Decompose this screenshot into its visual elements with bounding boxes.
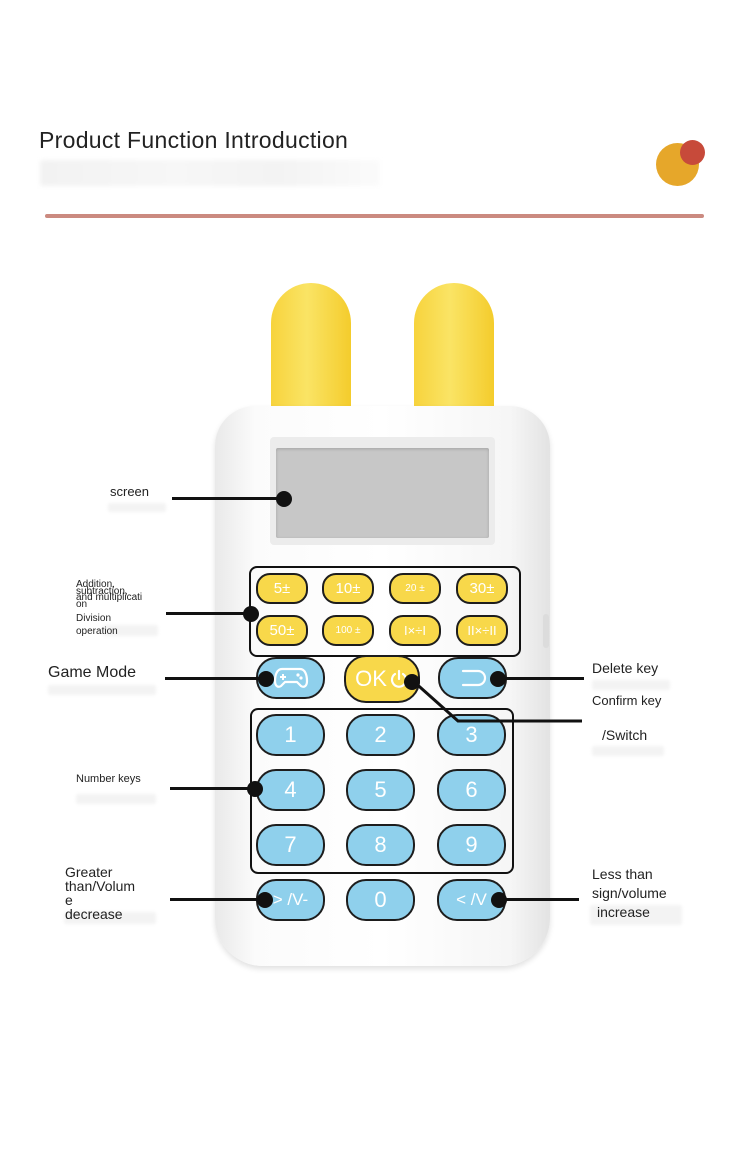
callout-line-game-mode bbox=[165, 677, 265, 680]
callout-line-confirm bbox=[411, 678, 582, 723]
return-arrow-icon bbox=[461, 669, 486, 687]
callout-line-screen bbox=[172, 497, 284, 500]
ghost-text bbox=[103, 625, 158, 636]
label-operations-line5: Division bbox=[76, 613, 112, 624]
callout-dot-confirm bbox=[404, 674, 420, 690]
decorative-red-dot bbox=[680, 140, 705, 165]
label-operations-line6: operation bbox=[76, 626, 118, 637]
op-key-100[interactable]: 100 ± bbox=[322, 615, 374, 646]
op-key-5[interactable]: 5± bbox=[256, 573, 308, 604]
callout-dot-screen bbox=[276, 491, 292, 507]
op-key-30[interactable]: 30± bbox=[456, 573, 508, 604]
lcd-screen bbox=[276, 448, 489, 538]
ghost-text bbox=[592, 680, 670, 690]
label-greater-line1: Greater bbox=[65, 864, 113, 880]
label-less-line1: Less than bbox=[592, 866, 653, 882]
ghost-text bbox=[592, 746, 664, 756]
label-number-keys: Number keys bbox=[76, 773, 141, 785]
label-game-mode: Game Mode bbox=[48, 664, 137, 681]
label-delete-key: Delete key bbox=[592, 660, 659, 676]
callout-line-greater bbox=[170, 898, 265, 901]
header-divider bbox=[45, 214, 704, 218]
label-operations-line1: Addition, bbox=[76, 579, 115, 590]
callout-line-delete bbox=[498, 677, 584, 680]
label-operations-line2: subtraction, bbox=[76, 586, 128, 597]
label-operations-line4: on bbox=[76, 599, 88, 610]
op-key-50[interactable]: 50± bbox=[256, 615, 308, 646]
blurred-subtitle bbox=[40, 160, 380, 186]
callout-dot-less bbox=[491, 892, 507, 908]
label-greater-line2: than/Volum bbox=[65, 878, 136, 894]
page-title: Product Function Introduction bbox=[39, 127, 349, 153]
number-key-7[interactable]: 7 bbox=[256, 824, 325, 866]
callout-dot-game-mode bbox=[258, 671, 274, 687]
number-key-9[interactable]: 9 bbox=[437, 824, 506, 866]
callout-dot-number-keys bbox=[247, 781, 263, 797]
op-key-20[interactable]: 20 ± bbox=[389, 573, 441, 604]
callout-dot-operations bbox=[243, 606, 259, 622]
number-key-6[interactable]: 6 bbox=[437, 769, 506, 811]
side-button bbox=[543, 614, 549, 648]
ok-label: OK bbox=[355, 666, 387, 691]
label-less-line3: increase bbox=[597, 904, 650, 920]
label-confirm-key: Confirm key bbox=[592, 693, 662, 708]
number-key-2[interactable]: 2 bbox=[346, 714, 415, 756]
number-key-5[interactable]: 5 bbox=[346, 769, 415, 811]
callout-line-less bbox=[499, 898, 579, 901]
label-greater-line3: e bbox=[65, 892, 73, 908]
number-key-8[interactable]: 8 bbox=[346, 824, 415, 866]
ghost-text bbox=[64, 912, 156, 924]
callout-line-number-keys bbox=[170, 787, 255, 790]
ghost-text bbox=[76, 794, 156, 804]
op-key-multiply-divide-1[interactable]: I×÷I bbox=[389, 615, 441, 646]
callout-dot-greater bbox=[257, 892, 273, 908]
ghost-text bbox=[48, 685, 156, 695]
label-less-line2: sign/volume bbox=[592, 885, 667, 901]
label-switch: /Switch bbox=[602, 727, 648, 743]
ghost-text bbox=[108, 503, 166, 512]
number-key-4[interactable]: 4 bbox=[256, 769, 325, 811]
label-operations-line3: and multiplicati bbox=[76, 592, 143, 603]
op-key-10[interactable]: 10± bbox=[322, 573, 374, 604]
callout-line-operations bbox=[166, 612, 251, 615]
op-key-multiply-divide-2[interactable]: II×÷II bbox=[456, 615, 508, 646]
callout-dot-delete bbox=[490, 671, 506, 687]
gamepad-icon bbox=[273, 667, 308, 688]
number-key-0[interactable]: 0 bbox=[346, 879, 415, 921]
ghost-text bbox=[590, 905, 682, 925]
label-greater-line4: decrease bbox=[65, 906, 123, 922]
label-screen: screen bbox=[110, 484, 150, 499]
number-key-1[interactable]: 1 bbox=[256, 714, 325, 756]
